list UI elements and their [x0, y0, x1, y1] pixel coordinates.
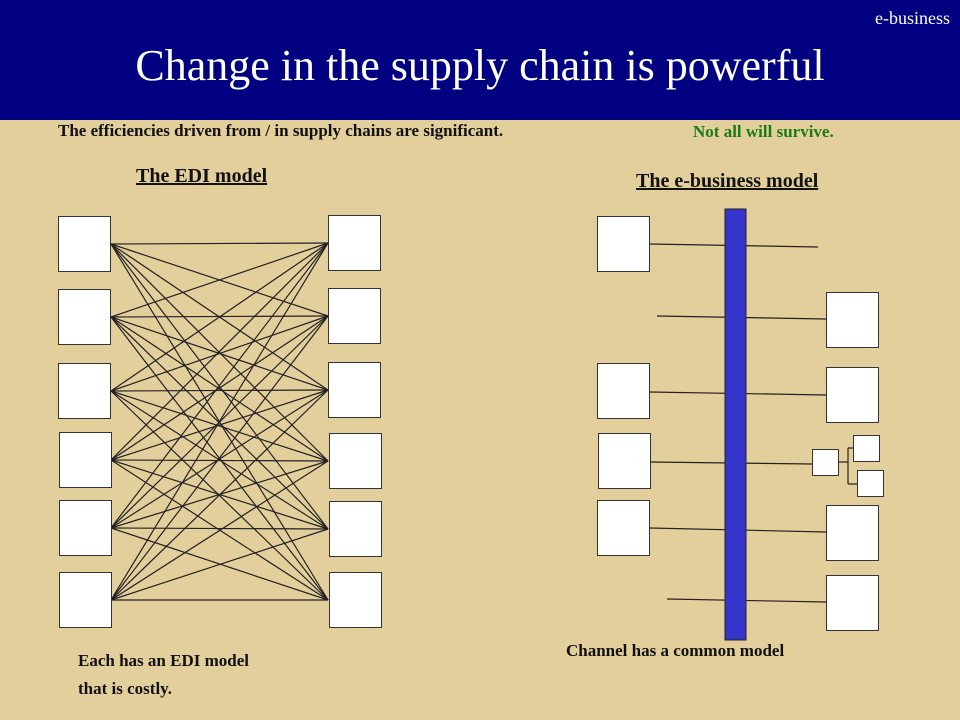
edi-connection-line [110, 389, 329, 392]
small-partner-box [812, 449, 839, 476]
header-bar [0, 0, 960, 120]
ebusiness-model-heading: The e-business model [636, 170, 819, 192]
small-partner-box [857, 470, 884, 497]
edi-model-heading: The EDI model [136, 165, 268, 187]
edi-connection-line [110, 315, 329, 461]
edi-connection-line [110, 389, 329, 601]
partner-box [826, 575, 879, 631]
partner-box [59, 572, 112, 628]
partner-box [597, 216, 650, 272]
subtitle: The efficiencies driven from / in supply… [58, 121, 504, 140]
edi-connection-line [110, 315, 329, 392]
edi-connection-line [110, 243, 329, 462]
channel-bar [724, 208, 747, 641]
edi-connection-line [110, 242, 329, 461]
partner-box [58, 289, 111, 345]
partner-box [329, 433, 382, 489]
partner-box [597, 500, 650, 556]
edi-connection-line [110, 242, 329, 529]
partner-box [328, 215, 381, 271]
edi-connection-line [110, 242, 329, 392]
edi-caption-line1: Each has an EDI model [78, 651, 249, 670]
ebusiness-caption: Channel has a common model [566, 641, 785, 660]
partner-box [328, 288, 381, 344]
edi-caption-line2: that is costly. [78, 679, 172, 698]
warning-note: Not all will survive. [693, 122, 834, 141]
edi-connection-line [110, 242, 329, 601]
partner-box [826, 292, 879, 348]
edi-connection-line [110, 527, 329, 530]
partner-box [59, 432, 112, 488]
edi-connection-line [110, 242, 329, 245]
partner-box [58, 216, 111, 272]
edi-connection-line [110, 315, 329, 601]
edi-connection-line [110, 242, 329, 318]
page-title: Change in the supply chain is powerful [135, 41, 825, 90]
small-partner-box [853, 435, 880, 462]
edi-connection-line [110, 389, 329, 529]
edi-connection-line [110, 389, 329, 461]
partner-box [598, 433, 651, 489]
edi-connection-line [110, 316, 329, 462]
edi-connection-line [110, 316, 329, 530]
edi-connection-line [110, 528, 329, 601]
edi-connection-line [110, 459, 329, 462]
partner-box [59, 500, 112, 556]
partner-box [826, 505, 879, 561]
header-tag: e-business [875, 8, 950, 28]
partner-box [826, 367, 879, 423]
edi-connection-line [110, 460, 329, 601]
partner-box [58, 363, 111, 419]
partner-box [328, 362, 381, 418]
edi-connection-line [110, 390, 329, 462]
edi-connection-line [110, 243, 329, 530]
partner-box [597, 363, 650, 419]
partner-box [329, 572, 382, 628]
partner-box [329, 501, 382, 557]
